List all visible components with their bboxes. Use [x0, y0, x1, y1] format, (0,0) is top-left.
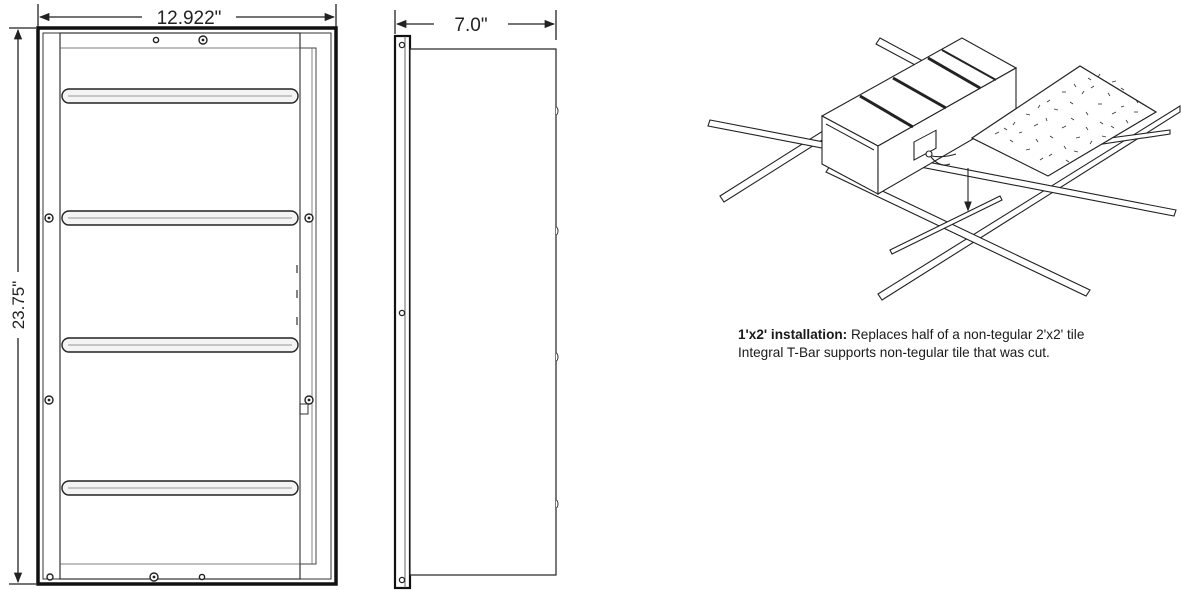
drop-arrow [964, 168, 972, 212]
screws [44, 35, 314, 582]
fixture-housing [820, 37, 1018, 195]
installation-caption: 1'x2' installation: Replaces half of a n… [738, 326, 1182, 362]
depth-label: 7.0" [454, 15, 487, 36]
screw [152, 36, 160, 44]
louvers [61, 88, 299, 496]
caption-line-1: 1'x2' installation: Replaces half of a n… [738, 326, 1182, 344]
installation-illustration [707, 37, 1181, 301]
height-dimension [9, 27, 36, 585]
side-housing [409, 48, 557, 576]
side-view: 7.0" [393, 10, 559, 590]
outer-frame [36, 26, 338, 586]
depth-dimension [394, 10, 557, 40]
screw [198, 573, 206, 581]
height-label: 23.75" [9, 281, 28, 330]
side-channel [299, 47, 317, 565]
width-dimension [37, 4, 337, 28]
caption-text-1: Replaces half of a non-tegular 2'x2' til… [847, 327, 1085, 342]
front-view: 12.922" 23.75" [9, 4, 338, 586]
face-panel [59, 32, 301, 580]
inner-frame [42, 32, 332, 580]
width-label: 12.922" [157, 8, 222, 29]
caption-bold: 1'x2' installation: [738, 327, 848, 342]
screw [46, 573, 54, 581]
caption-line-2: Integral T-Bar supports non-tegular tile… [738, 345, 1050, 360]
ceiling-tile [970, 65, 1158, 177]
